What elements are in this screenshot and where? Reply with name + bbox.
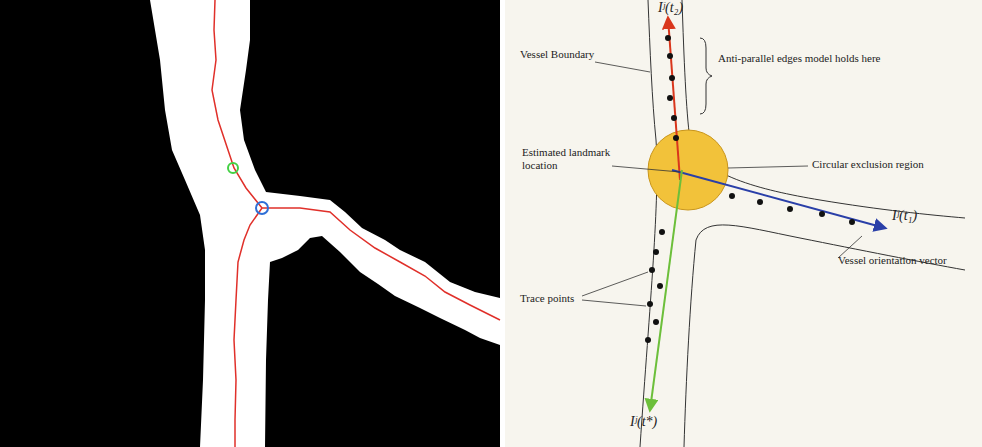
landmark-marker xyxy=(256,202,268,214)
boundary-label: Vessel Boundary xyxy=(520,48,600,61)
vector-label: Iʲ(t*) xyxy=(630,414,657,431)
leader-lines xyxy=(582,62,862,306)
orientation-arrow xyxy=(672,170,885,228)
orientation-arrow xyxy=(650,170,682,410)
panel-background xyxy=(505,0,982,447)
vessel-centerline xyxy=(234,208,262,447)
orientation-arrow xyxy=(668,18,680,180)
trace-label: Trace points xyxy=(520,292,590,305)
binary-background xyxy=(0,0,500,447)
bracket xyxy=(700,38,712,114)
vessel-centerline xyxy=(212,0,262,208)
vector-label: Iʲ(t₂) xyxy=(658,0,683,17)
exclusion-label: Circular exclusion region xyxy=(812,158,962,171)
orientation-label: Vessel orientation vector xyxy=(838,254,978,267)
trace-points xyxy=(645,35,855,343)
vessel-centerline xyxy=(262,208,500,320)
vector-label: Iʲ(t₁) xyxy=(892,208,917,225)
model-note: Anti-parallel edges model holds here xyxy=(718,52,918,65)
vessel-mask xyxy=(150,0,500,447)
green-marker xyxy=(228,163,238,173)
landmark-label: Estimated landmark location xyxy=(522,146,614,172)
